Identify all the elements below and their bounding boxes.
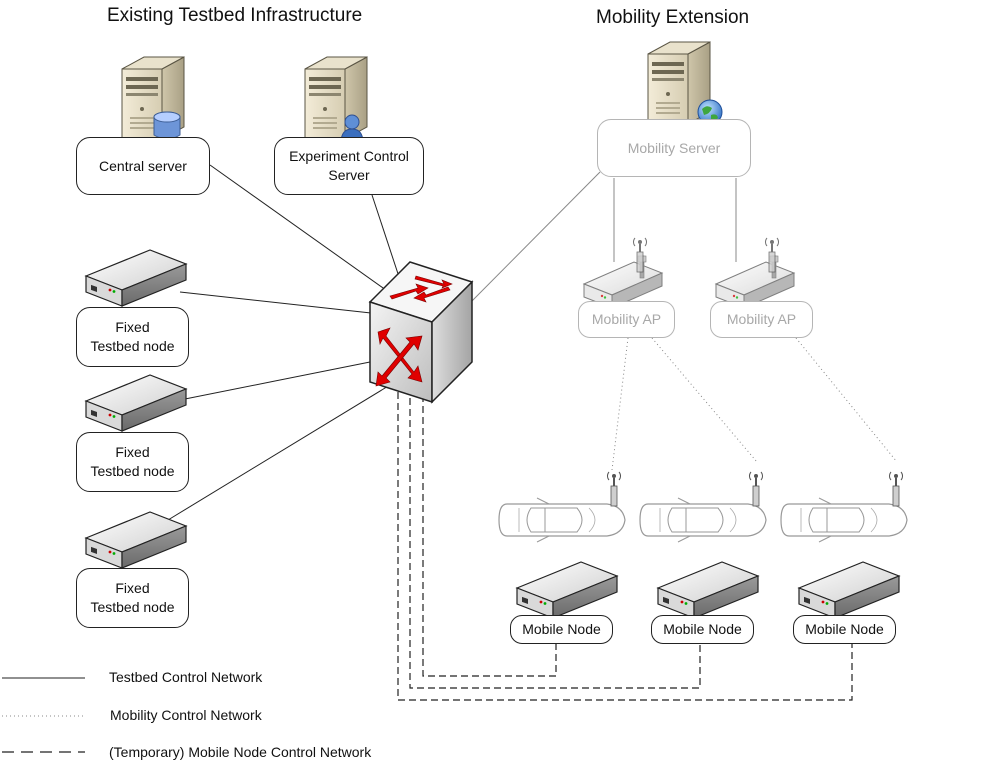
fixed-node-label-line1: Fixed xyxy=(115,444,150,460)
fixed-node-label-line2: Testbed node xyxy=(90,599,175,615)
legend xyxy=(2,677,85,753)
mobility-server-label: Mobility Server xyxy=(627,139,721,156)
mobility-server-links xyxy=(467,171,737,306)
fixed-node-label-line2: Testbed node xyxy=(90,463,175,479)
mobility-ap-1[interactable]: Mobility AP xyxy=(578,301,675,338)
mobility-extension-title: Mobility Extension xyxy=(596,7,750,28)
mobile-node-3[interactable]: Mobile Node xyxy=(793,615,896,644)
fixed-node-label-line1: Fixed xyxy=(115,319,150,335)
testbed-control-links xyxy=(167,164,406,521)
car-icon xyxy=(498,497,626,543)
central-server-icon xyxy=(121,56,185,140)
mobility-ap-label: Mobility AP xyxy=(591,311,662,327)
fixed-node-label-line2: Testbed node xyxy=(90,338,175,354)
experiment-control-label-line1: Experiment Control xyxy=(289,148,409,164)
fixed-node-label-line1: Fixed xyxy=(115,580,150,596)
link-central-server xyxy=(209,164,401,301)
antenna-icon xyxy=(606,471,622,507)
mobile-node-1[interactable]: Mobile Node xyxy=(510,615,613,644)
existing-infrastructure-title: Existing Testbed Infrastructure xyxy=(107,5,363,26)
mobile-node-icon-2 xyxy=(657,561,759,619)
mobility-ap-label: Mobility AP xyxy=(726,311,797,327)
antenna-icon xyxy=(888,471,904,507)
experiment-control-label-line2: Server xyxy=(328,167,370,183)
link-mobility-server xyxy=(467,171,601,306)
mobile-node-control-links xyxy=(397,392,853,701)
mobile-node-label: Mobile Node xyxy=(805,621,884,637)
dotted-ap2-car3 xyxy=(795,337,898,463)
database-icon xyxy=(153,111,181,140)
fixed-node-icon-1 xyxy=(85,249,187,307)
link-fixed-node-1 xyxy=(179,291,381,315)
dotted-ap1-car1 xyxy=(611,337,629,471)
link-fixed-node-2 xyxy=(179,359,381,401)
legend-mobile-node-control: (Temporary) Mobile Node Control Network xyxy=(109,744,372,760)
fixed-testbed-node-3[interactable]: Fixed Testbed node xyxy=(76,568,189,628)
mobile-node-label: Mobile Node xyxy=(522,621,601,637)
network-switch-icon xyxy=(368,261,474,404)
legend-mobility-control: Mobility Control Network xyxy=(110,707,262,723)
dashed-mobile-node-2 xyxy=(409,398,701,689)
mobile-node-2[interactable]: Mobile Node xyxy=(651,615,754,644)
fixed-testbed-node-1[interactable]: Fixed Testbed node xyxy=(76,307,189,367)
central-server-node[interactable]: Central server xyxy=(76,137,210,195)
experiment-control-server-icon xyxy=(304,56,368,144)
dashed-mobile-node-3 xyxy=(397,392,853,701)
mobility-server-icon xyxy=(647,41,723,125)
fixed-node-icon-2 xyxy=(85,374,187,432)
mobile-node-icon-1 xyxy=(516,561,618,619)
legend-testbed-control: Testbed Control Network xyxy=(109,669,263,685)
link-fixed-node-3 xyxy=(167,384,391,521)
mobile-node-icon-3 xyxy=(798,561,900,619)
fixed-testbed-node-2[interactable]: Fixed Testbed node xyxy=(76,432,189,492)
car-icon xyxy=(780,497,908,543)
central-server-label: Central server xyxy=(99,157,187,174)
car-icon xyxy=(639,497,767,543)
antenna-icon xyxy=(748,471,764,507)
mobility-server-node[interactable]: Mobility Server xyxy=(597,119,751,177)
dashed-mobile-node-1 xyxy=(422,395,557,677)
experiment-control-server-node[interactable]: Experiment Control Server xyxy=(274,137,424,195)
dotted-ap1-car2 xyxy=(651,337,758,463)
mobile-node-label: Mobile Node xyxy=(663,621,742,637)
mobility-control-links xyxy=(611,337,898,471)
fixed-node-icon-3 xyxy=(85,511,187,569)
mobility-ap-2[interactable]: Mobility AP xyxy=(710,301,813,338)
